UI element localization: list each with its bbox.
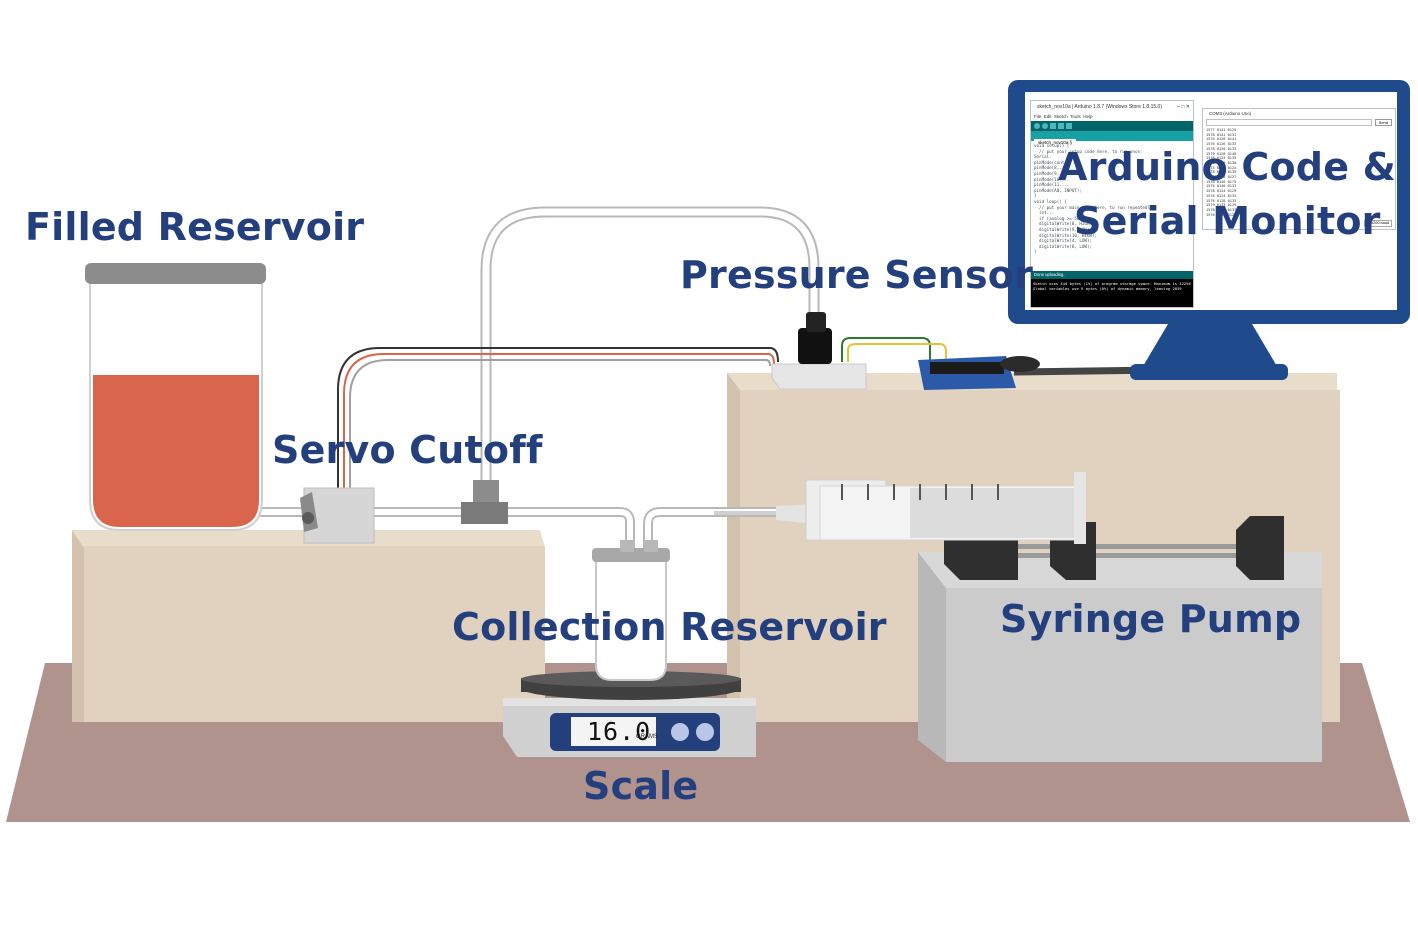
code-line: void loop() { [1034,198,1067,204]
serial-row: 1578 0141 0133 [1206,207,1237,212]
arduino-ide-window: sketch_nov10a | Arduino 1.8.7 (Windows S… [1030,100,1194,308]
ide-console: Sketch uses 444 bytes (1%) of program st… [1031,279,1193,307]
serial-row: 1576 0124 0133 [1206,193,1237,198]
window-controls-icon[interactable]: – □ ✕ [1177,104,1190,110]
upload-icon[interactable] [1042,123,1048,129]
scale-device [503,671,756,757]
label-filled-reservoir: Filled Reservoir [25,205,365,249]
serial-row: 1578 0125 0135 [1206,156,1237,161]
code-line: pinMode(A0, INPUT); [1034,187,1082,193]
serial-row: 1578 0140 0175 [1206,179,1237,184]
code-line: pinMode(11,... [1034,182,1070,188]
serial-row: 1578 0130 0139 [1206,170,1237,175]
serial-row: 1576 0140 0133 [1206,184,1237,189]
label-servo-cutoff: Servo Cutoff [272,428,543,472]
serial-row: 1578 0120 0133 [1206,146,1237,151]
code-line: pinMode(8,... [1034,165,1067,171]
label-pressure-sensor: Pressure Sensor [680,253,1034,297]
label-arduino-line2: Serial Monitor [1074,199,1381,243]
open-icon[interactable] [1058,123,1064,129]
code-line: digitalWrite(8, HIGH); [1034,221,1095,227]
code-line: void setup() { [1034,143,1070,148]
code-editor[interactable]: void setup() { // put your setup code he… [1031,141,1193,271]
serial-row: 1578 0141 0131 [1206,132,1237,137]
code-line: } [1034,193,1037,199]
code-line: // put your setup code here, to run once… [1034,148,1143,154]
left-shelf [72,530,545,722]
serial-row: 1578 0134 0129 [1206,189,1237,194]
code-line: digitalWrite(4, LOW); [1034,238,1092,244]
serial-row: 1577 0141 0125 [1206,128,1237,132]
console-line: Sketch uses 444 bytes (1%) of program st… [1033,281,1191,286]
scale-value: 16.0 [587,717,652,746]
send-button[interactable]: Send [1374,119,1392,126]
scale-unit: GRAMS [636,734,659,740]
servo-cutoff [300,487,375,544]
code-line: pinMode(contr... [1034,159,1075,165]
syringe-pump [918,516,1322,762]
ide-toolbar [1031,121,1193,131]
serial-row: 1576 0128 0127 [1206,175,1237,180]
serial-row: 1576 0126 0133 [1206,142,1237,147]
save-icon[interactable] [1066,123,1072,129]
serial-row: 1576 0129 0130 [1206,160,1237,165]
pressure-sensor [771,312,947,390]
ide-status: Done uploading. [1031,271,1193,279]
code-line: Serial. [1034,154,1052,160]
serial-input[interactable] [1206,119,1372,126]
ide-tabbar: sketch_nov10a § [1031,131,1193,147]
code-line: digitalWrite(8, LOW); [1034,243,1092,249]
collection-reservoir [592,540,670,681]
console-line: Global variables use 9 bytes (0%) of dyn… [1033,286,1182,291]
serial-row: 1579 0133 0129 [1206,203,1237,208]
syringe [714,472,1086,544]
serial-title: COM3 (Arduino Uno) [1209,111,1252,116]
label-syringe-pump: Syringe Pump [1000,597,1302,641]
label-scale: Scale [583,764,699,808]
serial-row: 1574 0123 0124 [1206,165,1237,170]
serial-row: 1578 0128 0133 [1206,198,1237,203]
arduino-board [918,356,1161,390]
serial-row: 1579 0128 0140 [1206,151,1237,156]
code-line: pinMode(9,... [1034,170,1067,176]
ide-tab[interactable]: sketch_nov10a § [1034,139,1077,147]
serial-row: 1576 0128 0141 [1206,137,1237,142]
serial-row: 1576 0131 0129 [1206,212,1237,217]
serial-titlebar: COM3 (Arduino Uno) [1203,109,1395,118]
baud-select[interactable]: 115200 baud [1364,220,1392,227]
valve-fitting [461,480,508,524]
code-line: // put your main code here, to run repea… [1034,204,1156,210]
label-arduino-line1: Arduino Code & [1058,145,1396,189]
ide-titlebar: sketch_nov10a | Arduino 1.8.7 (Windows S… [1031,101,1193,113]
ide-title: sketch_nov10a | Arduino 1.8.7 (Windows S… [1037,104,1162,110]
code-line: pinMode(10,... [1034,176,1070,182]
ide-menubar[interactable]: File Edit Sketch Tools Help [1034,114,1093,119]
verify-icon[interactable] [1034,123,1040,129]
scale-readout: 16.0 GRAMS [573,717,659,746]
label-collection-reservoir: Collection Reservoir [452,605,887,649]
servo-wires [337,347,779,490]
code-line: int... [1034,210,1055,216]
code-line: if (analog >= 500) [1034,215,1085,221]
new-icon[interactable] [1050,123,1056,129]
filled-reservoir [85,263,266,531]
code-line: digitalWrite(10, HIGH); [1034,232,1098,238]
code-line: digitalWrite(9, LOW); [1034,226,1092,232]
code-line: } [1034,249,1037,255]
tubing [257,206,820,557]
